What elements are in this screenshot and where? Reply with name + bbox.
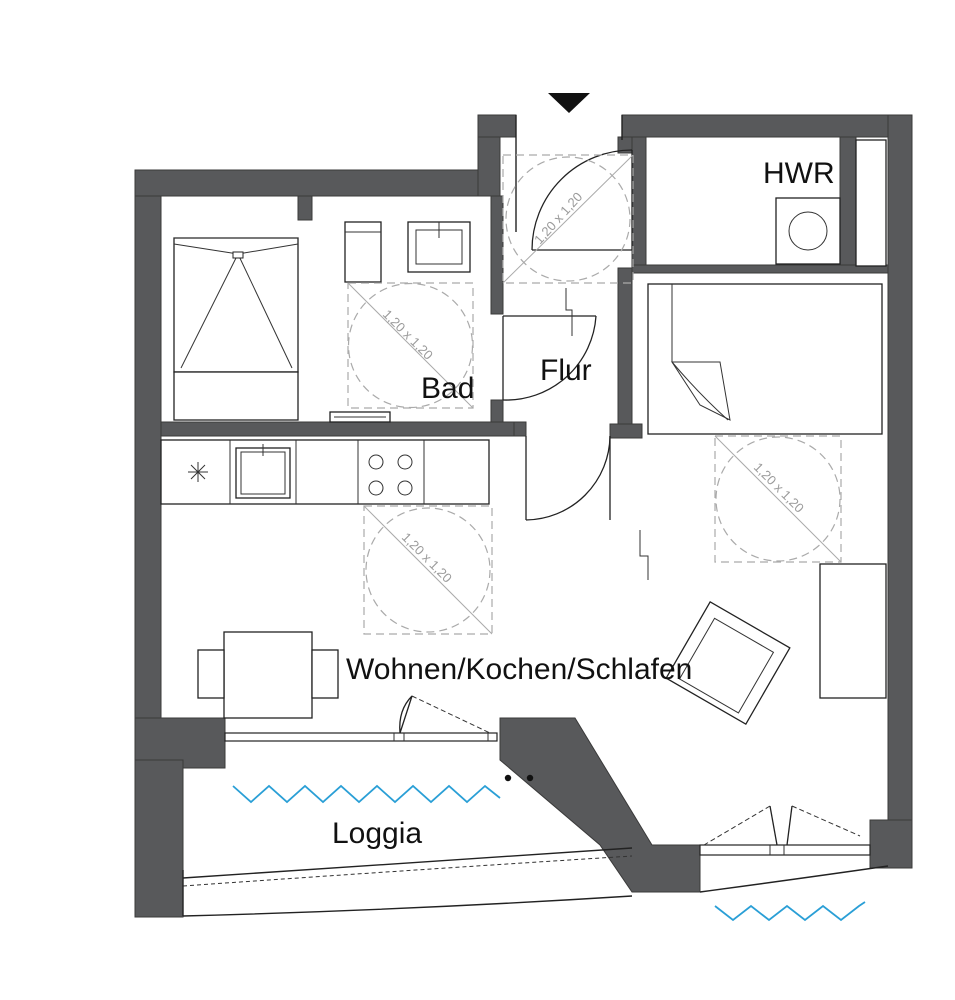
turning-circle-kitchen: 1,20 x 1,20	[363, 505, 493, 635]
turning-circle-label: 1,20 x 1,20	[531, 189, 585, 247]
wall-flur-corner	[609, 423, 643, 439]
wall-bath-stub	[297, 195, 313, 221]
wall-hwr-right	[839, 136, 857, 266]
wall-bath-flur-top	[490, 195, 504, 315]
cooktop-icon	[368, 454, 413, 496]
shower	[173, 237, 299, 421]
loggia-window-marker	[232, 784, 501, 804]
wall-right	[887, 114, 913, 836]
wall-corner-br	[869, 819, 913, 869]
flur-walk-line	[565, 288, 573, 336]
hwr-shelf	[855, 139, 887, 267]
dining-table	[197, 631, 339, 719]
loggia-window-left	[224, 695, 498, 742]
wall-kitchen-top	[160, 421, 522, 437]
wall-angled	[499, 717, 701, 893]
bed	[647, 283, 883, 435]
room-label-bad: Bad	[421, 372, 474, 405]
turning-circle-label: 1,20 x 1,20	[751, 460, 807, 516]
kitchen-counter	[160, 439, 490, 505]
sideboard	[819, 563, 887, 699]
exterior-walls	[134, 114, 913, 918]
wall-kitchen-stub	[513, 421, 527, 437]
entry-door	[531, 149, 633, 251]
room-label-wohnen: Wohnen/Kochen/Schlafen	[346, 653, 692, 686]
living-walk-line	[639, 530, 649, 580]
towel-rail	[329, 411, 391, 423]
wall-flur-right	[617, 267, 633, 439]
right-window-marker	[714, 901, 866, 922]
wall-loggia-left	[134, 759, 184, 918]
kitchen-sink	[235, 444, 291, 499]
room-label-loggia: Loggia	[332, 817, 422, 850]
turning-circle-bed: 1,20 x 1,20	[714, 435, 842, 563]
armchair	[665, 601, 791, 725]
room-label-hwr: HWR	[763, 157, 835, 190]
wall-hwr-bottom	[631, 264, 889, 274]
wash-basin	[407, 221, 471, 273]
dot-marker	[504, 774, 512, 782]
wall-left	[134, 169, 162, 771]
window-right	[699, 805, 871, 856]
window-balustrade-right	[699, 865, 889, 893]
bath-door	[502, 315, 597, 401]
dot-marker	[526, 774, 534, 782]
wall-top-left	[134, 169, 499, 197]
wall-hwr-left	[631, 136, 647, 271]
turning-circle-flur: 1,20 x 1,20	[502, 154, 634, 284]
wall-entry-left	[477, 114, 517, 138]
turning-circle-label: 1,20 x 1,20	[380, 307, 436, 363]
entrance-triangle-icon	[548, 93, 590, 113]
wall-top-right	[621, 114, 913, 138]
loggia-balustrade	[182, 847, 633, 917]
turning-circle-label: 1,20 x 1,20	[399, 530, 455, 586]
fridge-asterisk-icon	[188, 462, 208, 482]
living-door	[525, 435, 611, 521]
room-label-flur: Flur	[540, 354, 592, 387]
interior-walls	[160, 136, 889, 439]
toilet	[344, 221, 382, 283]
hwr-washer	[775, 197, 841, 265]
